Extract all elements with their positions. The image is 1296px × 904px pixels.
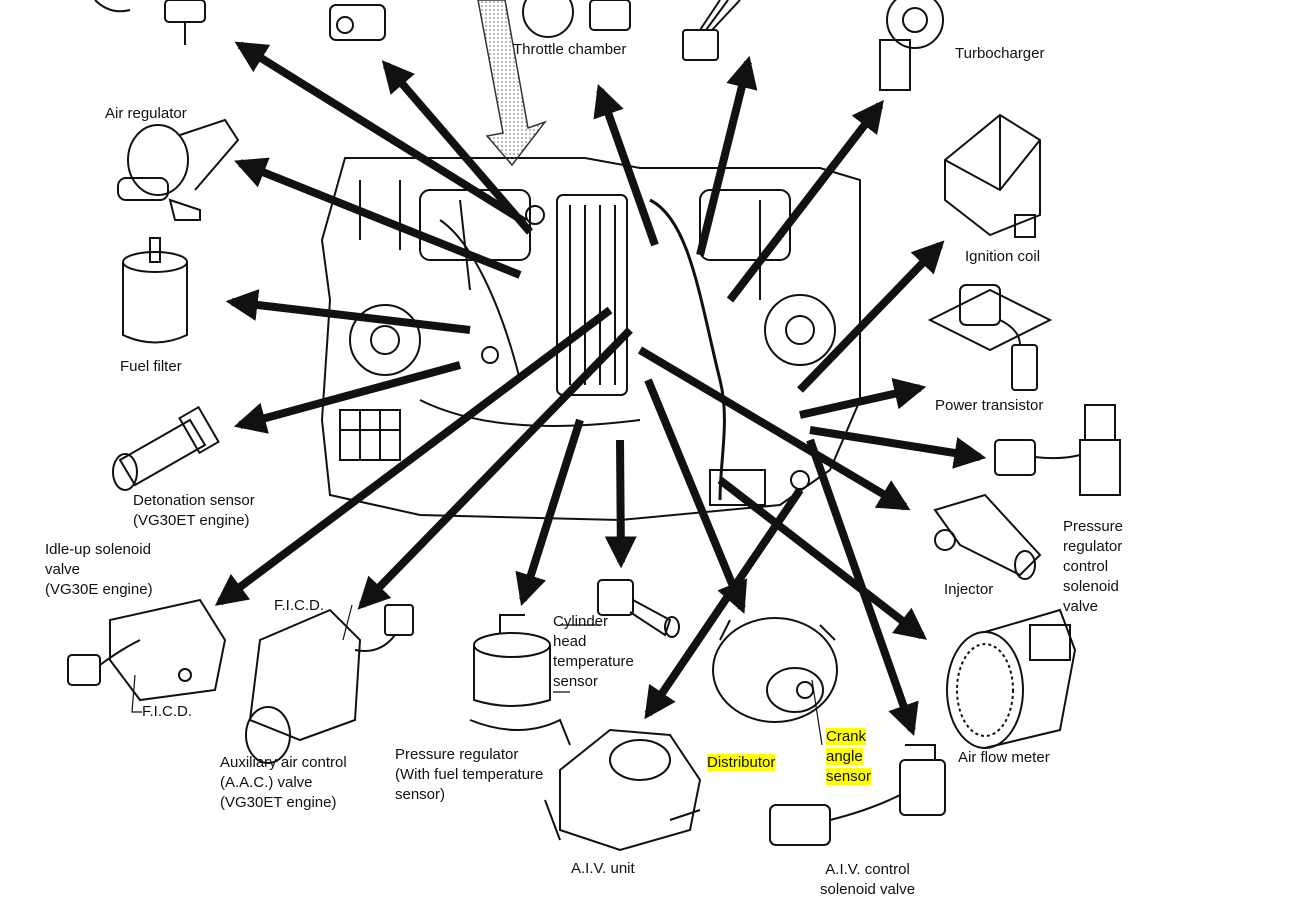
air-flow-meter-label: Air flow meter [958,749,1050,766]
prcsv-line-1: Pressure [1063,518,1124,535]
detonation-sensor-label: Detonation sensor (VG30ET engine) [133,491,255,531]
idle-up-line-3: (VG30E engine) [45,581,153,598]
pressure-regulator-control-solenoid-valve-icon [994,404,1121,496]
aiv-unit-icon [544,728,702,852]
injector-icon [933,493,1042,580]
auxiliary-air-control-valve-icon [245,604,414,764]
crank-angle-line-3: sensor [826,768,872,785]
aiv-control-line-1: A.I.V. control [825,861,910,878]
idle-up-line-2: valve [45,561,81,578]
dotted-arrow [477,0,548,167]
aiv-control-solenoid-valve-label: A.I.V. control solenoid valve [820,860,915,900]
aiv-unit-label: A.I.V. unit [571,860,635,877]
detonation-sensor-line-2: (VG30ET engine) [133,512,250,529]
detonation-sensor-icon [112,405,220,491]
fuel-filter-icon [122,237,188,344]
pressure-regulator-line-3: sensor) [395,786,446,803]
chts-line-1: Cylinder [553,613,609,630]
turbocharger-label: Turbocharger [955,45,1045,62]
pressure-regulator-label: Pressure regulator (With fuel temperatur… [395,745,543,805]
prcsv-line-3: control [1063,558,1109,575]
prcsv-line-5: valve [1063,598,1099,615]
aac-line-1: Auxiliary air control [220,754,347,771]
cylinder-head-temperature-sensor-icon [597,579,680,638]
pressure-regulator-icon [469,614,571,746]
aac-line-3: (VG30ET engine) [220,794,337,811]
air-regulator-label: Air regulator [105,105,187,122]
crank-angle-sensor-label: Crank angle sensor [826,727,872,787]
power-transistor-label: Power transistor [935,397,1044,414]
crank-angle-line-2: angle [826,748,863,765]
connector-icon [682,0,741,61]
throttle-chamber-icon [522,0,631,38]
ficd-bottom-label: F.I.C.D. [142,703,193,720]
prcsv-line-2: regulator [1063,538,1123,555]
ignition-coil-label: Ignition coil [965,248,1041,265]
cylinder-head-temperature-sensor-label: Cylinder head temperature sensor [553,612,634,692]
auxiliary-air-control-valve-label: Auxiliary air control (A.A.C.) valve (VG… [220,753,347,813]
chts-line-3: temperature [553,653,634,670]
aac-line-2: (A.A.C.) valve [220,774,313,791]
leader-lines [131,604,823,746]
prcsv-line-4: solenoid [1063,578,1119,595]
top-left-sensor-icon [94,0,206,45]
pointer-arrows [214,41,987,737]
crank-angle-line-1: Crank [826,728,867,745]
air-regulator-icon [117,118,240,221]
turbocharger-icon [879,0,944,91]
pressure-regulator-line-1: Pressure regulator [395,746,519,763]
distributor-text: Distributor [707,754,776,771]
air-flow-meter-icon [946,608,1077,749]
aiv-control-line-2: solenoid valve [820,881,916,898]
top-valve-icon [329,4,386,41]
pressure-regulator-control-solenoid-valve-label: Pressure regulator control solenoid valv… [1063,517,1123,617]
ignition-coil-icon [944,113,1041,238]
idle-up-solenoid-valve-icon [67,598,227,702]
fuel-filter-label: Fuel filter [120,358,182,375]
injector-label: Injector [944,581,994,598]
power-transistor-icon [927,284,1053,391]
pressure-regulator-line-2: (With fuel temperature [395,766,544,783]
detonation-sensor-line-1: Detonation sensor [133,492,255,509]
throttle-chamber-label: Throttle chamber [513,41,627,58]
idle-up-solenoid-valve-label: Idle-up solenoid valve (VG30E engine) [45,540,153,600]
chts-line-2: head [553,633,587,650]
distributor-icon [712,617,838,723]
ficd-top-label: F.I.C.D. [274,597,325,614]
distributor-label: Distributor [707,753,776,773]
chts-line-4: sensor [553,673,599,690]
aiv-control-solenoid-valve-icon [769,744,946,846]
idle-up-line-1: Idle-up solenoid [45,541,151,558]
